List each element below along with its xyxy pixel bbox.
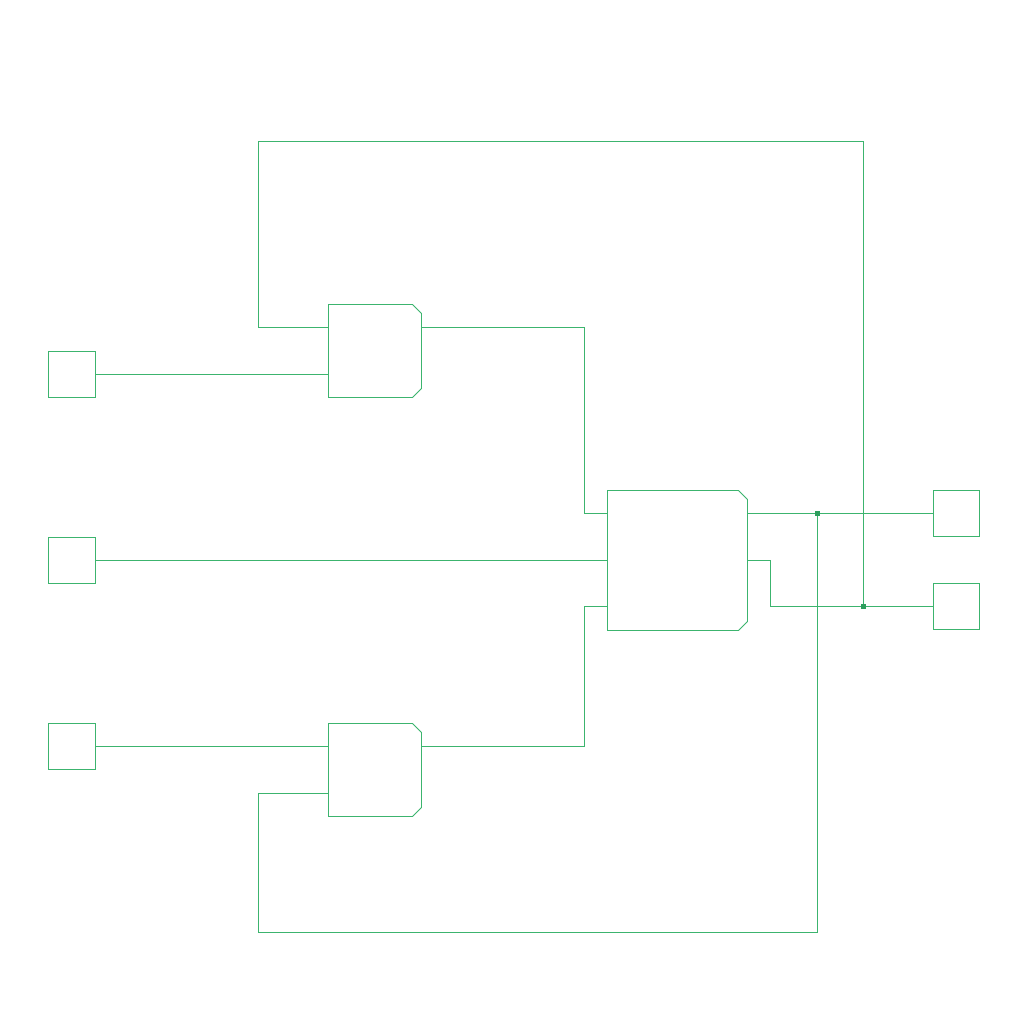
input-port-3[interactable] — [48, 723, 96, 770]
wire-lower-gate-to-center — [421, 606, 608, 747]
input-ports — [48, 351, 96, 770]
gate-lower[interactable] — [328, 723, 422, 817]
gate-upper[interactable] — [328, 304, 422, 398]
gate-center[interactable] — [607, 490, 748, 631]
junction-dot-output1 — [815, 511, 820, 516]
input-port-1[interactable] — [48, 351, 96, 398]
gates — [328, 304, 748, 817]
output-port-2[interactable] — [933, 583, 980, 630]
output-ports — [933, 490, 980, 630]
wires — [95, 141, 934, 933]
junction-dot-output2 — [861, 604, 866, 609]
wire-feedback-bottom — [258, 513, 818, 933]
output-port-1[interactable] — [933, 490, 980, 537]
junctions — [815, 511, 866, 609]
wire-upper-gate-to-center — [421, 327, 608, 514]
wire-feedback-top — [258, 141, 864, 607]
input-port-2[interactable] — [48, 537, 96, 584]
wire-center-to-output2 — [747, 560, 934, 607]
